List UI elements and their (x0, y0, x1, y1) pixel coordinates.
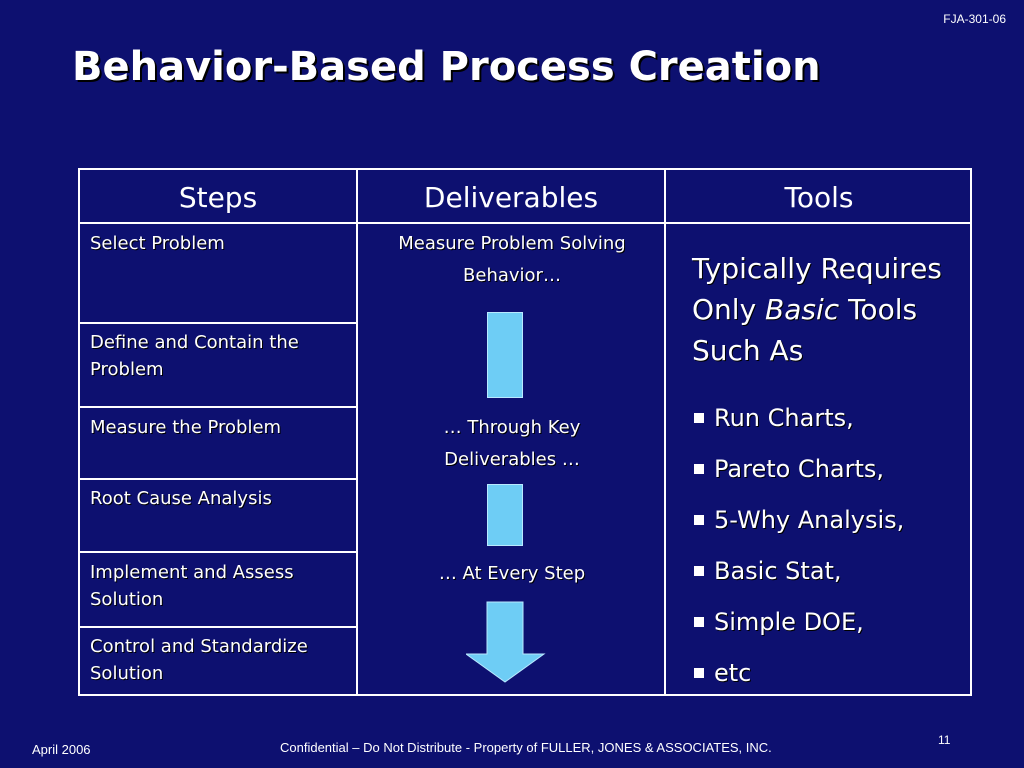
row-divider (80, 551, 356, 553)
footer-confidential: Confidential – Do Not Distribute - Prope… (280, 740, 772, 755)
step-cell: Implement and Assess Solution (90, 562, 294, 610)
deliverable-text-2: … Through Key Deliverables … (358, 412, 666, 476)
tool-item: etc (694, 647, 964, 698)
bullet-icon (694, 412, 704, 423)
tools-intro-text: Typically Requires Only (692, 252, 942, 326)
tool-item: Run Charts, (694, 392, 964, 443)
tool-label: Simple DOE, (714, 607, 864, 636)
tool-label: 5-Why Analysis, (714, 505, 905, 534)
slide-title: Behavior-Based Process Creation (72, 44, 821, 90)
page-number: 11 (938, 733, 951, 747)
header-deliverables: Deliverables (423, 180, 599, 214)
tool-label: Basic Stat, (714, 556, 842, 585)
deliverable-line: … At Every Step (438, 563, 586, 584)
bullet-icon (694, 667, 704, 678)
tool-item: Pareto Charts, (694, 443, 964, 494)
tool-item: Basic Stat, (694, 545, 964, 596)
step-cell: Control and Standardize Solution (90, 636, 308, 684)
tool-label: etc (714, 658, 752, 687)
footer-date: April 2006 (32, 742, 91, 757)
column-divider (356, 170, 358, 694)
process-table: Steps Deliverables Tools Select Problem … (78, 168, 972, 696)
step-cell: Select Problem (90, 233, 225, 254)
row-divider (80, 406, 356, 408)
tools-intro: Typically Requires Only Basic Tools Such… (692, 248, 972, 371)
header-divider (80, 222, 970, 224)
step-cell: Define and Contain the Problem (90, 332, 299, 380)
tool-label: Pareto Charts, (714, 454, 885, 483)
deliverable-line: Measure Problem Solving (398, 233, 626, 254)
bullet-icon (694, 463, 704, 474)
row-divider (80, 478, 356, 480)
bullet-icon (694, 565, 704, 576)
tools-intro-emphasis: Basic (765, 293, 840, 326)
down-arrow-segment (487, 484, 523, 546)
row-divider (80, 626, 356, 628)
tools-list: Run Charts, Pareto Charts, 5-Why Analysi… (694, 392, 964, 698)
down-arrow-segment (487, 312, 523, 398)
deliverable-line: Deliverables … (444, 449, 580, 470)
step-cell: Measure the Problem (90, 417, 282, 438)
deliverable-text-3: … At Every Step (358, 558, 666, 590)
deliverable-text-1: Measure Problem Solving Behavior… (358, 228, 666, 292)
row-divider (80, 322, 356, 324)
deliverable-line: Behavior… (463, 265, 561, 286)
bullet-icon (694, 616, 704, 627)
deliverable-line: … Through Key (443, 417, 581, 438)
document-code: FJA-301-06 (943, 12, 1006, 26)
bullet-icon (694, 514, 704, 525)
header-tools: Tools (784, 180, 854, 214)
header-steps: Steps (178, 180, 258, 214)
step-cell: Root Cause Analysis (90, 488, 272, 509)
tool-item: 5-Why Analysis, (694, 494, 964, 545)
down-arrow-head (466, 601, 546, 683)
column-divider (664, 170, 666, 694)
tool-item: Simple DOE, (694, 596, 964, 647)
tools-intro-text: Tools Such As (692, 293, 918, 367)
tool-label: Run Charts, (714, 403, 854, 432)
